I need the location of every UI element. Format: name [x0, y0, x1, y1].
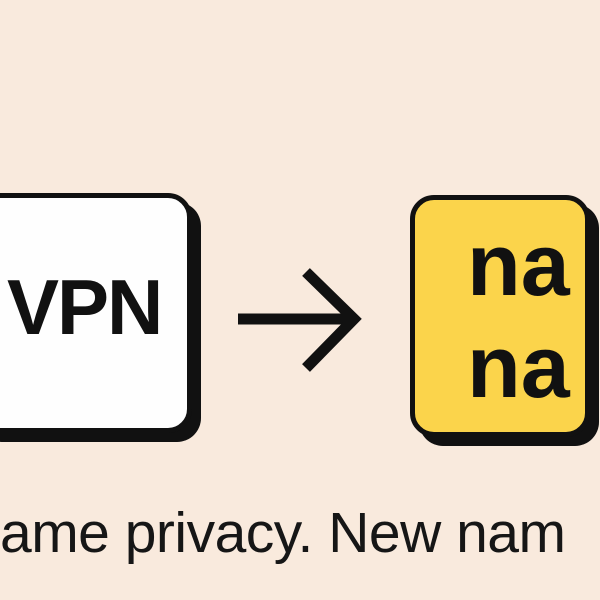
- arrow-right-icon: [238, 268, 362, 372]
- caption-text: ame privacy. New nam: [0, 501, 566, 565]
- old-name-card: VPN: [0, 193, 192, 433]
- old-name-label: VPN: [7, 263, 163, 351]
- new-name-card: na na: [410, 195, 590, 437]
- new-name-line-2: na: [467, 317, 570, 416]
- new-name-line-1: na: [467, 215, 570, 314]
